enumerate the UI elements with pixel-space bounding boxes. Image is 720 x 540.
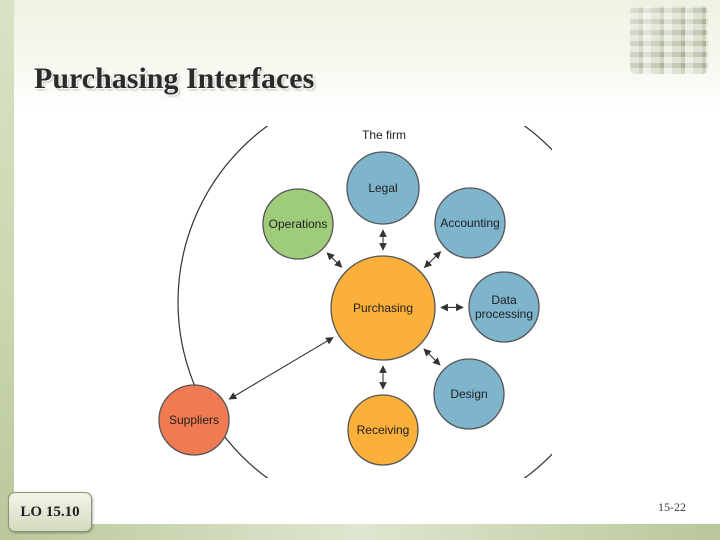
node-accounting-circle	[434, 187, 506, 259]
edge-purchasing-design	[423, 348, 441, 366]
node-purchasing-label: Purchasing	[353, 301, 413, 315]
node-receiving-circle	[347, 394, 419, 466]
node-operations-circle	[262, 188, 334, 260]
node-legal-circle	[346, 151, 420, 225]
firm-boundary-circle	[177, 126, 552, 478]
node-design-circle	[433, 358, 505, 430]
left-decor-band	[0, 0, 14, 540]
edge-purchasing-operations	[326, 252, 343, 268]
learning-objective-label: LO 15.10	[20, 503, 80, 520]
header-band	[14, 0, 720, 112]
learning-objective-badge: LO 15.10	[8, 492, 92, 532]
node-legal-label: Legal	[368, 181, 397, 195]
node-data-processing-circle	[468, 271, 540, 343]
node-suppliers-circle	[158, 384, 230, 456]
header-photo-collage	[630, 6, 708, 74]
node-suppliers-label: Suppliers	[169, 413, 219, 427]
page-title: Purchasing Interfaces	[34, 62, 315, 95]
slide-number: 15-22	[658, 500, 686, 514]
node-operations-label: Operations	[269, 217, 328, 231]
firm-boundary-label: The firm	[362, 128, 406, 142]
node-design-label: Design	[450, 387, 487, 401]
edge-purchasing-accounting	[423, 251, 442, 269]
node-receiving-label: Receiving	[357, 423, 410, 437]
footer-band	[0, 524, 720, 540]
edge-purchasing-suppliers	[228, 337, 334, 400]
node-accounting-label: Accounting	[440, 216, 499, 230]
node-purchasing-circle	[330, 255, 436, 361]
